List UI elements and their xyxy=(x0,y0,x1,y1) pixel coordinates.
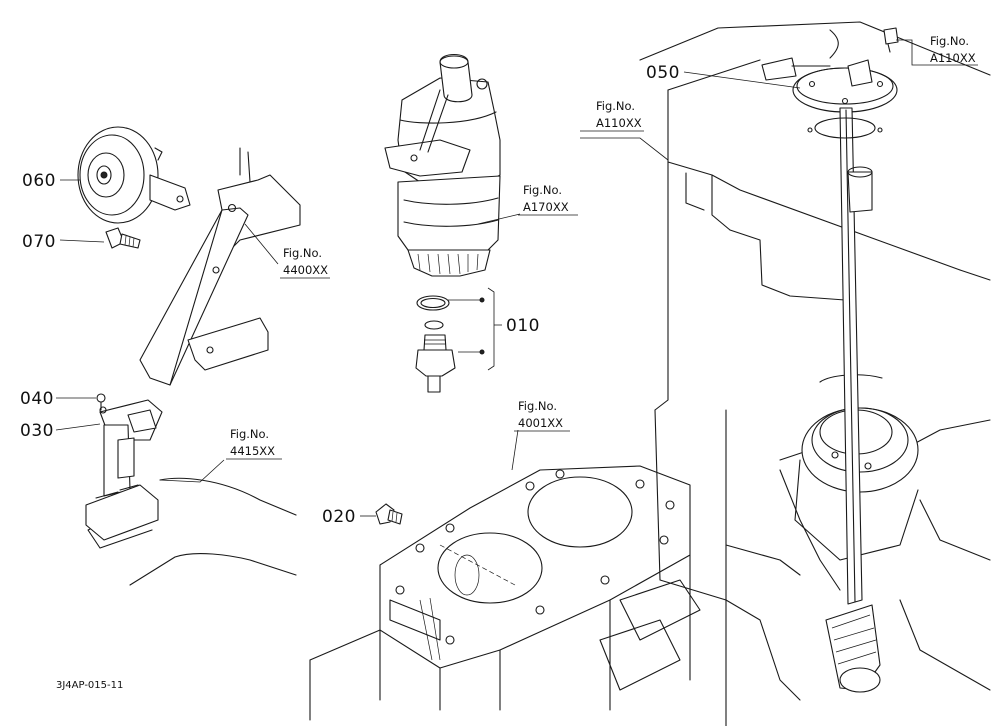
part-label-060[interactable]: 060 xyxy=(22,171,56,191)
oring-010[interactable] xyxy=(416,295,450,311)
fig-ref-label: Fig.No. xyxy=(230,427,269,441)
part-label-050[interactable]: 050 xyxy=(646,63,680,83)
horn-bracket xyxy=(139,147,301,386)
fig-ref-code: 4400XX xyxy=(283,263,328,277)
fig-ref-a110xx-left[interactable]: Fig.No. A110XX xyxy=(580,99,644,132)
fig-ref-4001xx[interactable]: Fig.No. 4001XX xyxy=(514,399,570,432)
fig-ref-label: Fig.No. xyxy=(518,399,557,413)
fig-ref-code: 4415XX xyxy=(230,444,275,458)
part-label-030[interactable]: 030 xyxy=(20,421,54,441)
sensor-020[interactable] xyxy=(375,503,403,525)
fig-ref-4415xx[interactable]: Fig.No. 4415XX xyxy=(226,427,282,460)
part-label-010[interactable]: 010 xyxy=(506,316,540,336)
sender-unit-050[interactable] xyxy=(761,29,898,693)
fig-ref-code: A170XX xyxy=(523,200,569,214)
drawing-code: 3J4AP-015-11 xyxy=(56,680,123,691)
fig-ref-label: Fig.No. xyxy=(596,99,635,113)
fuel-filter xyxy=(384,53,501,277)
leader-lines xyxy=(55,39,978,517)
sensor-030[interactable] xyxy=(85,399,163,541)
fig-ref-a170xx[interactable]: Fig.No. A170XX xyxy=(518,183,578,216)
fig-ref-a110xx-right[interactable]: Fig.No. A110XX xyxy=(930,34,976,65)
fig-ref-code: A110XX xyxy=(930,51,976,65)
engine-block xyxy=(309,465,701,721)
part-label-040[interactable]: 040 xyxy=(20,389,54,409)
bolt-070[interactable] xyxy=(105,227,141,249)
screw-040[interactable] xyxy=(96,393,106,411)
sensor-010[interactable] xyxy=(415,320,456,393)
fig-ref-label: Fig.No. xyxy=(930,34,969,48)
vent-fitting[interactable] xyxy=(883,27,899,53)
fig-ref-code: A110XX xyxy=(596,116,642,130)
fig-ref-code: 4001XX xyxy=(518,416,563,430)
fig-ref-4400xx[interactable]: Fig.No. 4400XX xyxy=(280,246,330,279)
part-label-070[interactable]: 070 xyxy=(22,232,56,252)
horn-060[interactable] xyxy=(77,126,191,224)
fig-ref-label: Fig.No. xyxy=(283,246,322,260)
fig-ref-label: Fig.No. xyxy=(523,183,562,197)
part-label-020[interactable]: 020 xyxy=(322,507,356,527)
